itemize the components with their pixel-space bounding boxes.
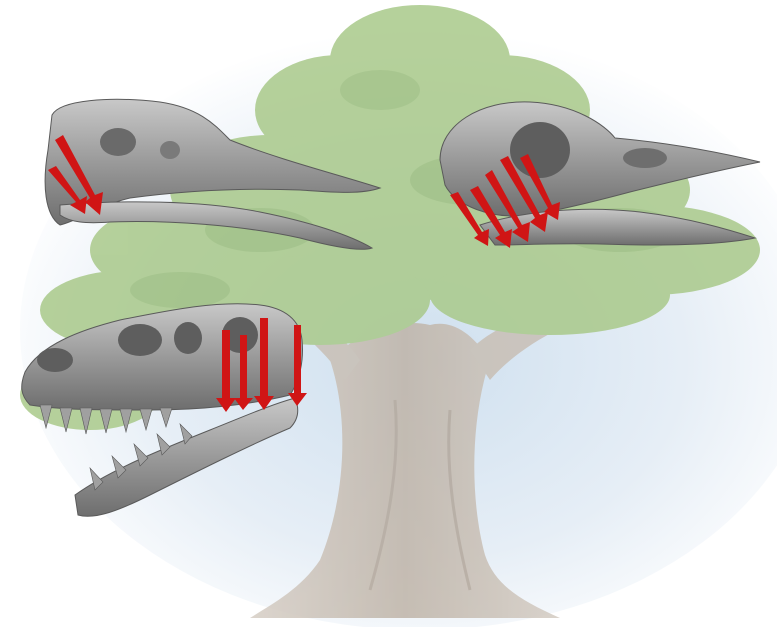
muscle-arrows-top-left	[48, 135, 103, 215]
dinosaur-skull	[21, 303, 303, 517]
tree-trunk	[250, 300, 620, 618]
muscle-arrows-bottom-left	[216, 318, 307, 412]
long-beaked-bird-skull	[44, 98, 382, 250]
muscle-arrows-top-right	[450, 154, 560, 248]
